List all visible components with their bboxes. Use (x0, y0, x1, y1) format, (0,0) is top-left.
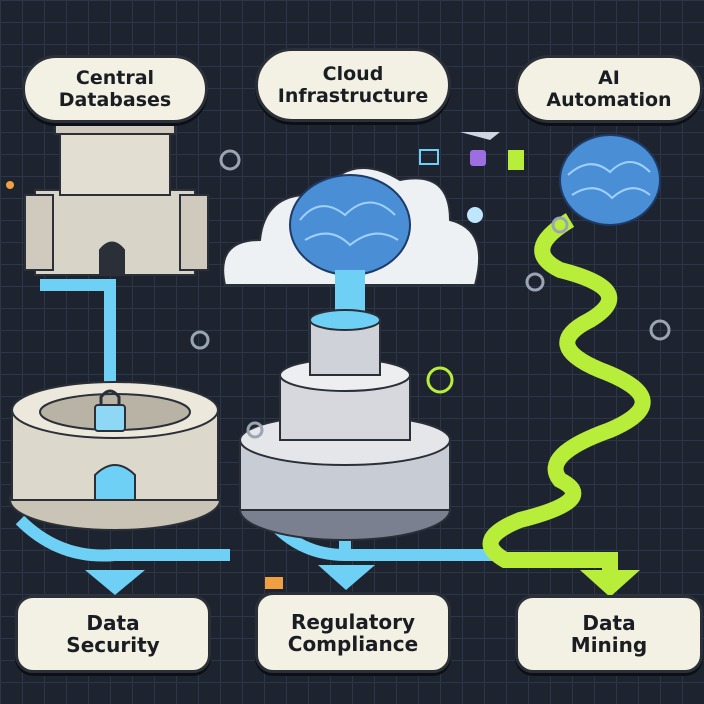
label-line: Data (582, 611, 636, 635)
misc-icons (6, 132, 524, 589)
arrow-down-left (85, 570, 145, 595)
gear-icons (190, 149, 671, 439)
label-line: Cloud (322, 63, 384, 85)
label-line: Mining (570, 633, 648, 657)
label-line: Data (86, 611, 140, 635)
arrow-down-right (580, 570, 640, 597)
brain-icon-right (559, 134, 661, 226)
label-line: AI (598, 67, 620, 89)
brain-icon-center (289, 174, 411, 320)
green-path (482, 213, 651, 570)
label-line: Automation (546, 89, 672, 111)
fortress-icon (9, 381, 221, 531)
label-line: Databases (58, 89, 172, 111)
label-line: Security (66, 633, 160, 657)
label-line: Regulatory (290, 609, 416, 634)
label-line: Compliance (287, 631, 419, 656)
arrow-down-center (318, 565, 375, 590)
tiered-building-icon (239, 309, 451, 541)
castle-tower-icon (24, 117, 209, 276)
label-line: Infrastructure (277, 85, 429, 107)
label-line: Central (75, 67, 155, 89)
